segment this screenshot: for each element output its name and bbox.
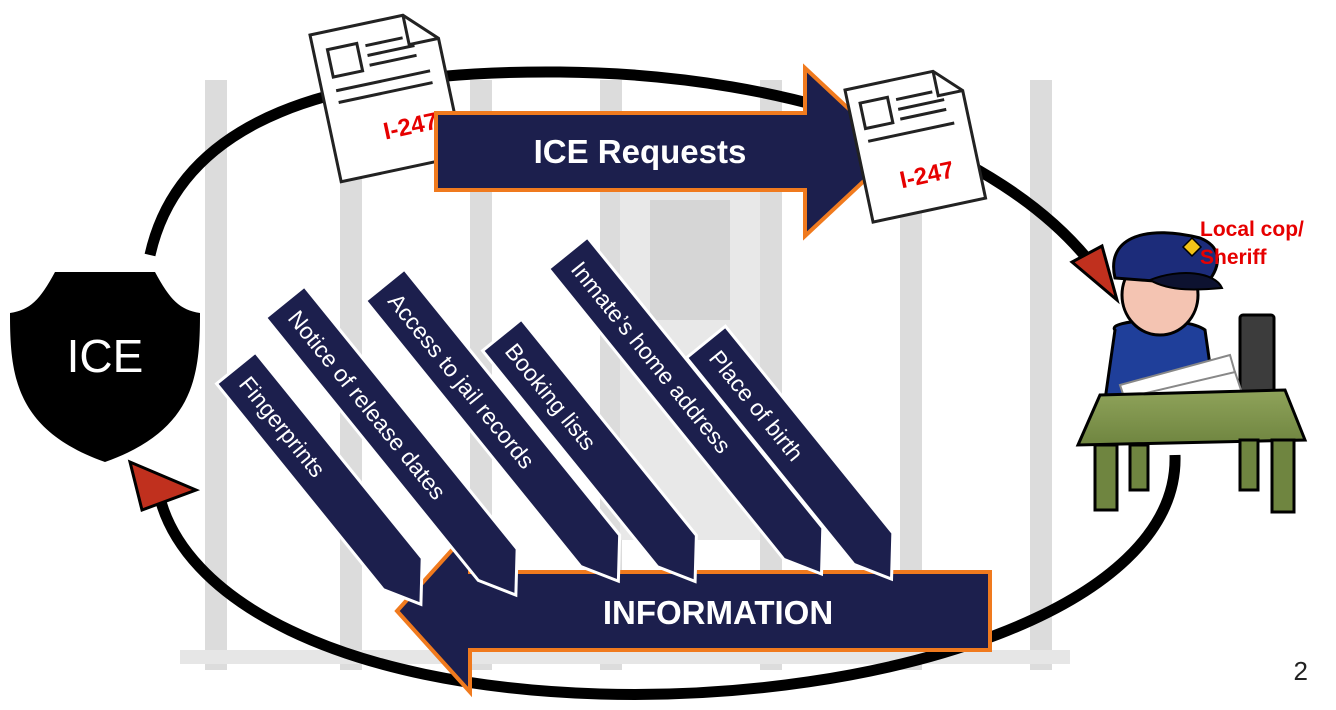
- ice-shield-icon: ICE: [10, 272, 200, 462]
- ice-requests-arrow: ICE Requests: [434, 63, 898, 241]
- page-number: 2: [1293, 656, 1308, 686]
- i247-document-2-icon: I-247: [843, 69, 988, 224]
- officer-at-desk-icon: [1075, 231, 1308, 514]
- ice-label: ICE: [67, 330, 144, 382]
- bottom-arc-arrowhead: [127, 459, 201, 512]
- information-label: INFORMATION: [603, 594, 833, 631]
- officer-label-line2: Sheriff: [1200, 246, 1268, 269]
- bottom-cycle-arc: [152, 454, 1181, 700]
- information-callouts: Fingerprints Notice of release dates Acc…: [214, 235, 895, 607]
- officer-label-line1: Local cop/: [1200, 218, 1304, 241]
- ice-requests-label: ICE Requests: [534, 133, 747, 170]
- top-arc-arrowhead: [1069, 243, 1120, 305]
- i247-document-1-icon: I-247: [308, 13, 466, 184]
